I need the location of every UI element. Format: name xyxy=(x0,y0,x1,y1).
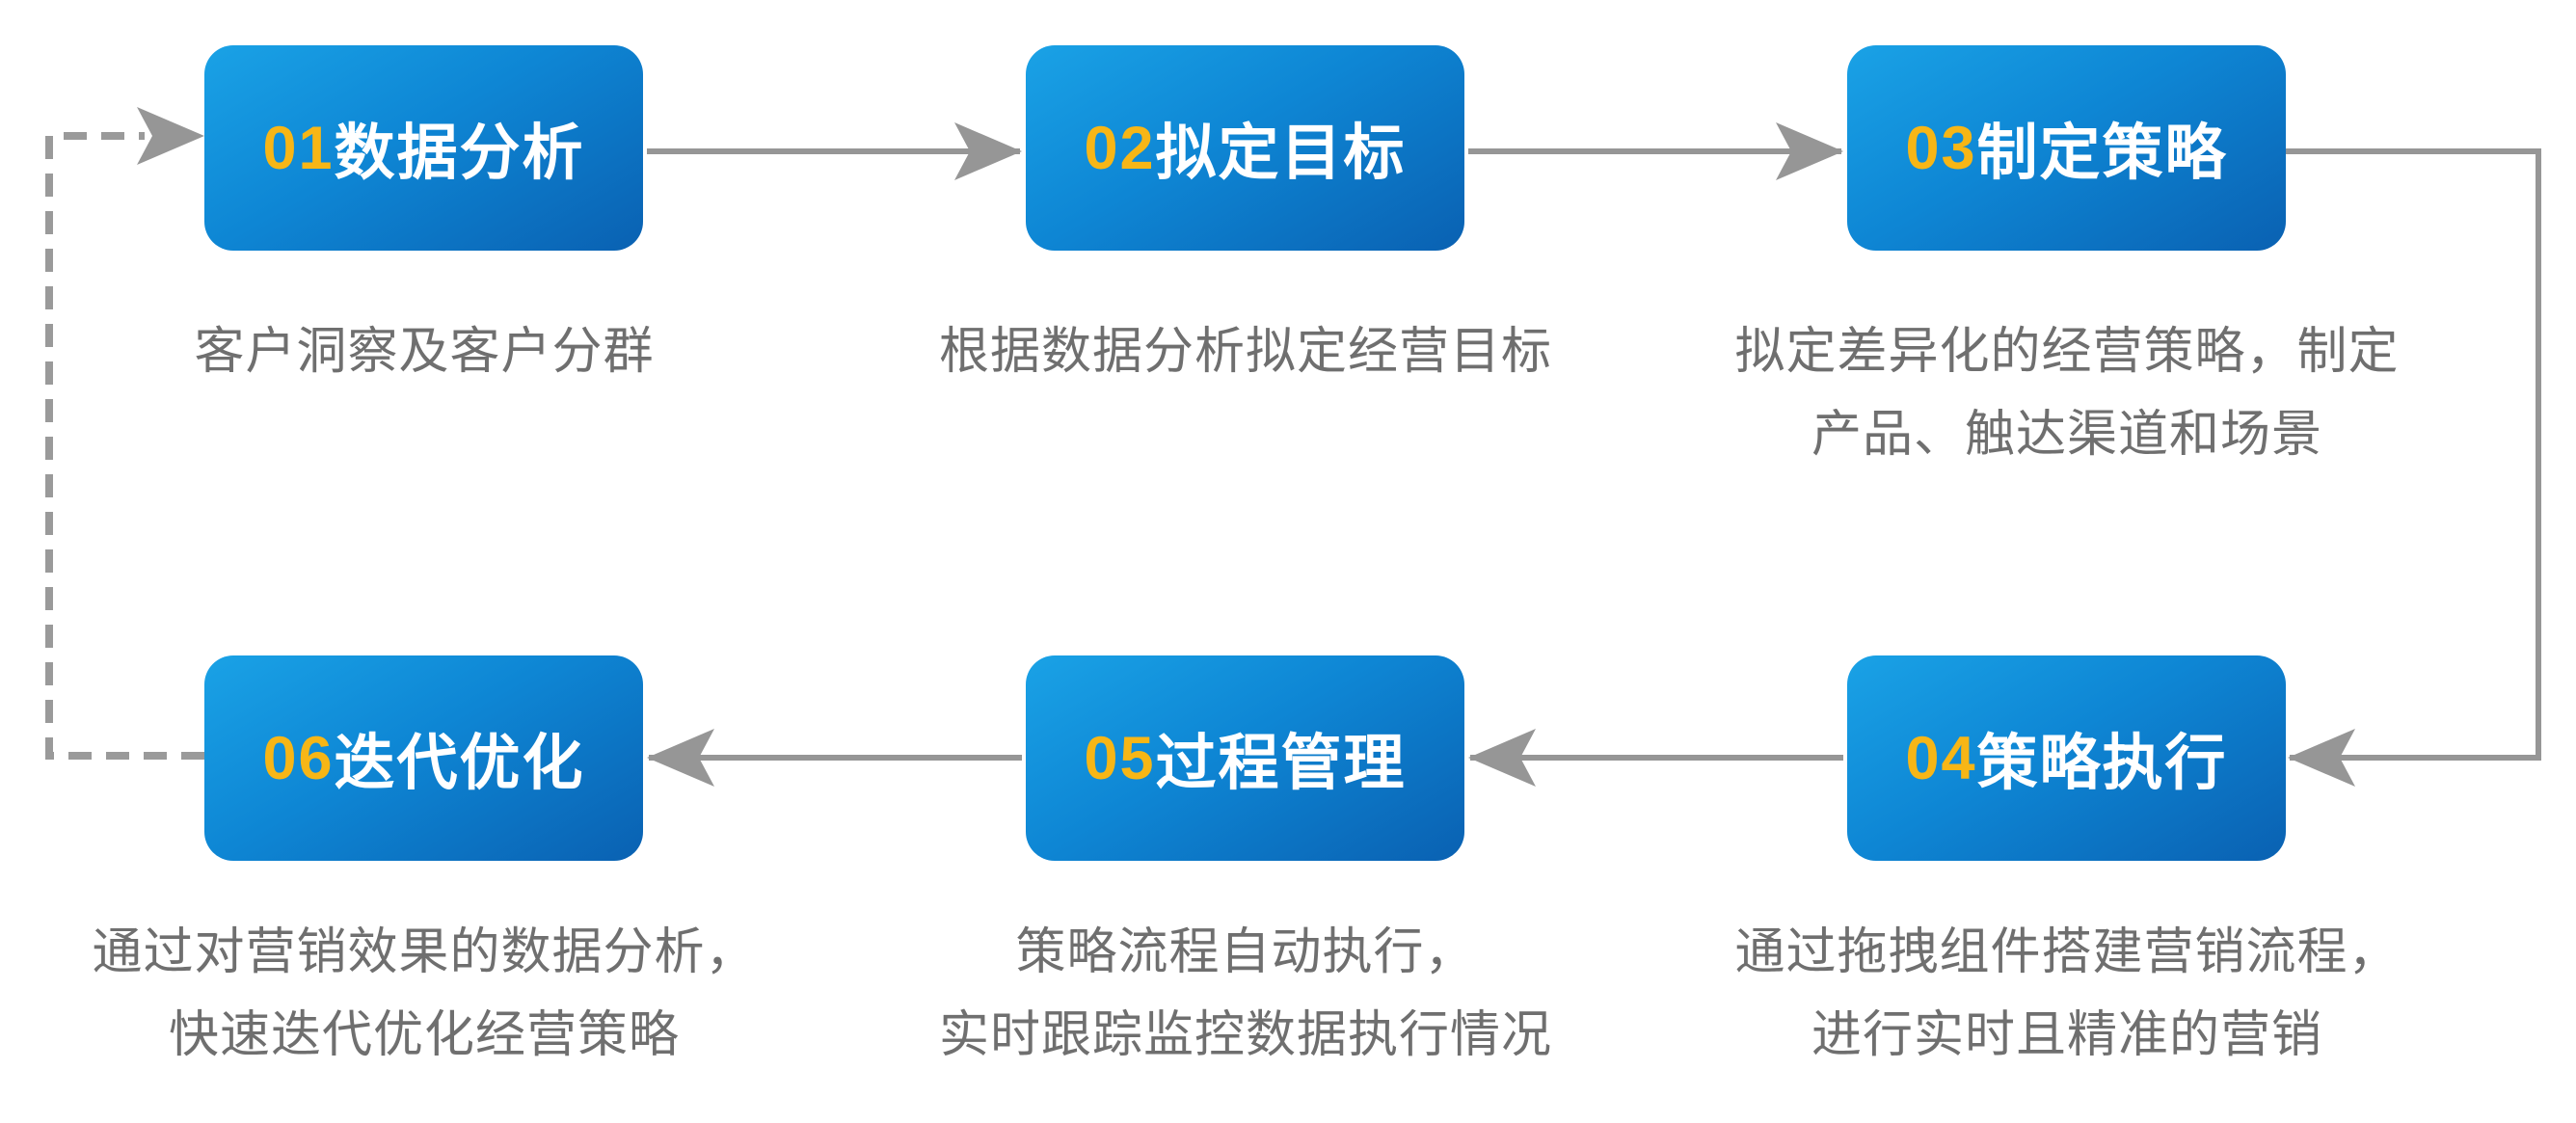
step-desc-05: 策略流程自动执行， 实时跟踪监控数据执行情况 xyxy=(764,911,1728,1077)
step-number: 03 xyxy=(1905,114,1977,182)
step-desc-02: 根据数据分析拟定经营目标 xyxy=(764,310,1728,393)
desc-line: 快速迭代优化经营策略 xyxy=(168,1007,680,1063)
step-label: 数据分析 xyxy=(334,120,585,187)
step-number: 02 xyxy=(1084,114,1156,182)
step-desc-04: 通过拖拽组件搭建营销流程， 进行实时且精准的营销 xyxy=(1585,911,2549,1077)
step-number: 01 xyxy=(262,114,335,182)
step-label: 迭代优化 xyxy=(334,730,585,797)
desc-line: 策略流程自动执行， xyxy=(1015,924,1476,980)
desc-line: 进行实时且精准的营销 xyxy=(1811,1007,2322,1063)
step-desc-06: 通过对营销效果的数据分析， 快速迭代优化经营策略 xyxy=(0,911,906,1077)
step-number: 04 xyxy=(1905,724,1977,792)
desc-line: 通过对营销效果的数据分析， xyxy=(92,924,757,980)
desc-line: 通过拖拽组件搭建营销流程， xyxy=(1734,924,2400,980)
desc-line: 实时跟踪监控数据执行情况 xyxy=(938,1007,1552,1063)
feedback-loop-arrowhead-icon xyxy=(137,107,204,165)
desc-line: 拟定差异化的经营策略，制定 xyxy=(1734,324,2400,380)
step-label: 过程管理 xyxy=(1155,730,1407,797)
desc-line: 产品、触达渠道和场景 xyxy=(1811,407,2322,463)
step-label: 拟定目标 xyxy=(1155,120,1407,187)
step-label: 制定策略 xyxy=(1976,120,2228,187)
step-desc-01: 客户洞察及客户分群 xyxy=(0,310,906,393)
desc-line: 客户洞察及客户分群 xyxy=(194,324,655,380)
step-number: 06 xyxy=(262,724,335,792)
arrow-step3-to-step4-elbow-icon xyxy=(2286,148,2541,787)
feedback-loop-dashed-line xyxy=(45,132,204,760)
step-desc-03: 拟定差异化的经营策略，制定 产品、触达渠道和场景 xyxy=(1585,310,2549,476)
desc-line: 根据数据分析拟定经营目标 xyxy=(938,324,1552,380)
step-number: 05 xyxy=(1084,724,1156,792)
step-label: 策略执行 xyxy=(1976,730,2228,797)
